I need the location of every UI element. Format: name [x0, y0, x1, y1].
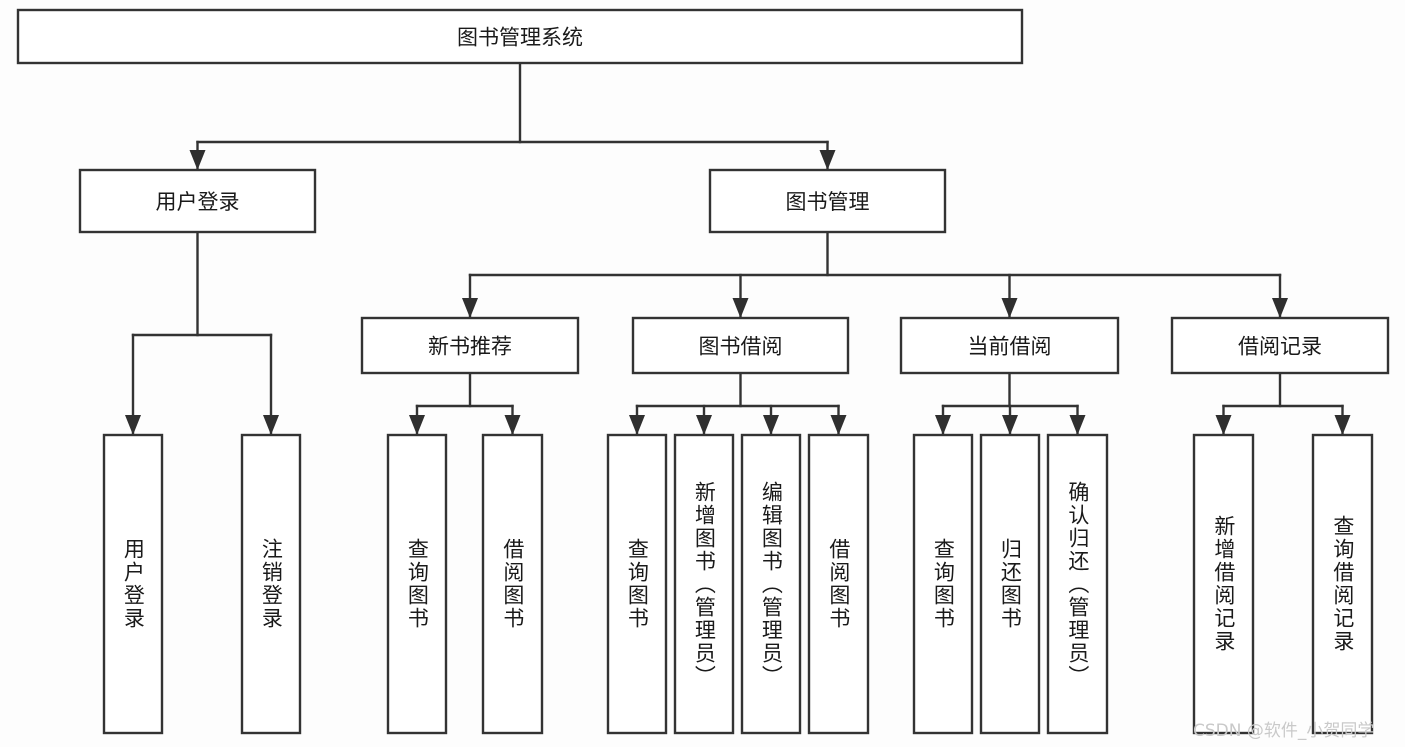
arrow-head-icon: [1001, 298, 1018, 318]
connector-book-mgmt-to-level3: [462, 230, 1288, 320]
arrow-head-icon: [819, 150, 836, 170]
arrow-head-icon: [263, 415, 279, 435]
node-level3-label-3: 当前借阅: [968, 335, 1052, 359]
connector-当前借阅-to-leaves: [935, 371, 1086, 437]
arrow-head-icon: [462, 298, 478, 318]
node-root-label: 图书管理系统: [457, 26, 583, 50]
node-level3-2[interactable]: 图书借阅: [631, 316, 850, 375]
node-level3-label-2: 图书借阅: [699, 335, 783, 359]
arrow-head-icon: [125, 415, 141, 435]
connector-新书推荐-to-leaves: [409, 371, 521, 437]
node-leaf-7[interactable]: [740, 433, 802, 735]
node-leaf-5[interactable]: [606, 433, 668, 735]
node-level3-1[interactable]: 新书推荐: [360, 316, 580, 375]
node-level3-4[interactable]: 借阅记录: [1170, 316, 1390, 375]
node-leaf-12[interactable]: [1192, 433, 1255, 735]
watermark-text: CSDN @软件_小贺同学: [1193, 721, 1375, 741]
node-root-book-management-system[interactable]: 图书管理系统: [16, 8, 1024, 65]
arrow-head-icon: [763, 415, 779, 435]
node-level2-2[interactable]: 图书管理: [708, 168, 947, 234]
node-level2-1[interactable]: 用户登录: [78, 168, 317, 234]
node-leaf-8[interactable]: [807, 433, 870, 735]
arrow-head-icon: [1215, 415, 1232, 435]
node-level2-label-1: 用户登录: [156, 190, 240, 214]
node-leaf-3[interactable]: [386, 433, 448, 735]
arrow-head-icon: [409, 415, 425, 435]
arrow-head-icon: [935, 415, 951, 435]
node-leaf-10[interactable]: [979, 433, 1041, 735]
node-level2-label-2: 图书管理: [786, 190, 870, 214]
node-level3-label-1: 新书推荐: [428, 335, 512, 359]
node-leaf-6[interactable]: [673, 433, 735, 735]
arrow-head-icon: [629, 415, 645, 435]
node-leaf-1[interactable]: [102, 433, 164, 735]
arrow-head-icon: [830, 415, 847, 435]
connector-user-login-to-leaves: [125, 230, 279, 437]
arrow-head-icon: [189, 150, 206, 170]
node-leaf-11[interactable]: [1046, 433, 1109, 735]
arrow-head-icon: [1002, 415, 1018, 435]
node-leaf-4[interactable]: [481, 433, 544, 735]
arrow-head-icon: [1334, 415, 1351, 435]
connector-借阅记录-to-leaves: [1215, 371, 1351, 437]
connector-root-to-level2: [189, 61, 836, 172]
arrow-head-icon: [1069, 415, 1086, 435]
node-level3-3[interactable]: 当前借阅: [899, 316, 1120, 375]
connector-图书借阅-to-leaves: [629, 371, 847, 437]
node-level3-label-4: 借阅记录: [1238, 335, 1322, 359]
arrow-head-icon: [696, 415, 712, 435]
node-leaf-2[interactable]: [240, 433, 302, 735]
node-leaf-9[interactable]: [912, 433, 974, 735]
arrow-head-icon: [732, 298, 749, 318]
node-leaf-13[interactable]: [1311, 433, 1374, 735]
arrow-head-icon: [504, 415, 521, 435]
arrow-head-icon: [1272, 298, 1288, 318]
